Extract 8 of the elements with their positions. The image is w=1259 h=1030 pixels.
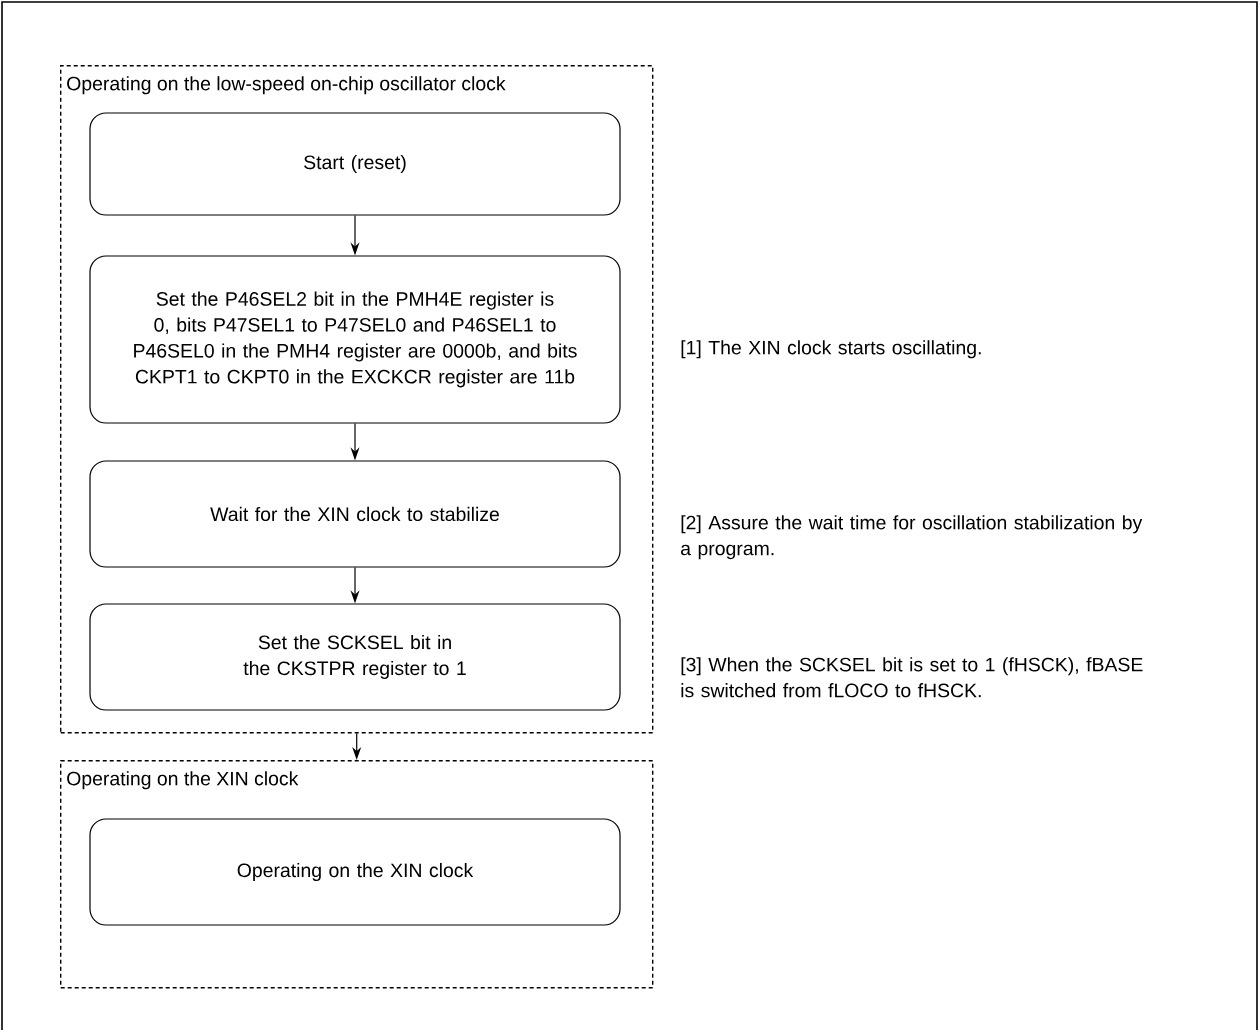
process-box: Operating on the XIN clock <box>89 818 621 926</box>
process-box: Set the SCKSEL bit in the CKSTPR register to 1 <box>89 603 621 711</box>
note-text: [3] When the SCKSEL bit is set to 1 (fHSCK), fBASE is switched from fLOCO to fHSCK. <box>681 657 1143 698</box>
process-box: Wait for the XIN clock to stabilize <box>89 460 621 568</box>
process-box: Set the P46SEL2 bit in the PMH4E register is 0, bits P47SEL1 to P47SEL0 and P46SEL1 to P46SEL0 in the PMH4 register are 0000b, and bits CKPT1 to CKPT0 in the EXCKCR register are 11b <box>89 255 621 424</box>
process-box: Start (reset) <box>89 112 621 216</box>
note-text: [2] Assure the wait time for oscillation stabilization by a program. <box>681 515 1143 560</box>
note-text: [1] The XIN clock starts oscillating. <box>681 340 981 359</box>
